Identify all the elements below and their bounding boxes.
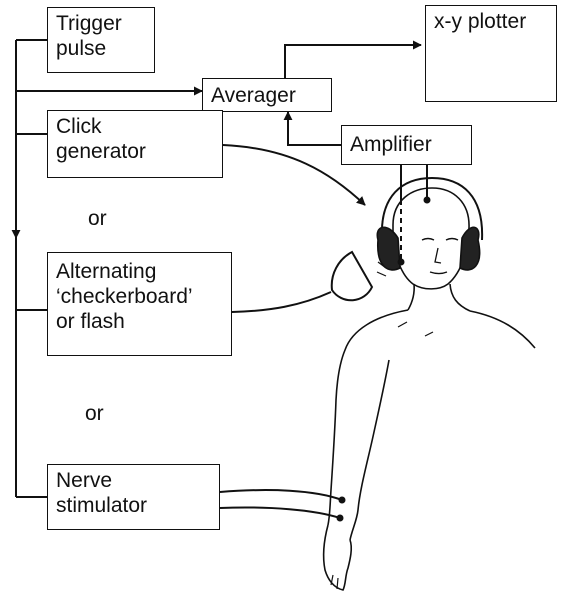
trigger-bus [15, 39, 47, 498]
neck [407, 283, 415, 311]
arm-outer [327, 309, 409, 526]
person-figure [322, 187, 536, 591]
averager-to-plotter-arrow [284, 40, 422, 78]
electrode-leads [400, 165, 428, 200]
or-label-1: or [88, 207, 107, 230]
arm-inner [349, 359, 390, 541]
electrode-dot-ear [397, 258, 405, 266]
checkerboard-cable [231, 291, 332, 313]
hand [322, 524, 353, 591]
click-generator-box: Click generator [47, 110, 223, 178]
amplifier-box: Amplifier [341, 125, 472, 165]
electrode-dot [423, 196, 431, 204]
wrist-electrode-dot [336, 514, 344, 522]
nerve-stimulator-box: Nerve stimulator [47, 464, 220, 530]
wrist-electrode-dot [338, 496, 346, 504]
xy-plotter-box: x-y plotter [425, 5, 557, 102]
headphones-icon [376, 176, 484, 271]
amplifier-to-averager-arrow [283, 111, 341, 146]
averager-box: Averager [202, 78, 332, 112]
nerve-stimulator-leads [219, 489, 343, 519]
or-label-2: or [85, 402, 104, 425]
checkerboard-flash-box: Alternating ‘checkerboard’ or flash [47, 252, 232, 356]
click-to-headphones-arrow [222, 144, 366, 206]
torso-right [469, 310, 536, 349]
trigger-pulse-box: Trigger pulse [47, 7, 155, 73]
